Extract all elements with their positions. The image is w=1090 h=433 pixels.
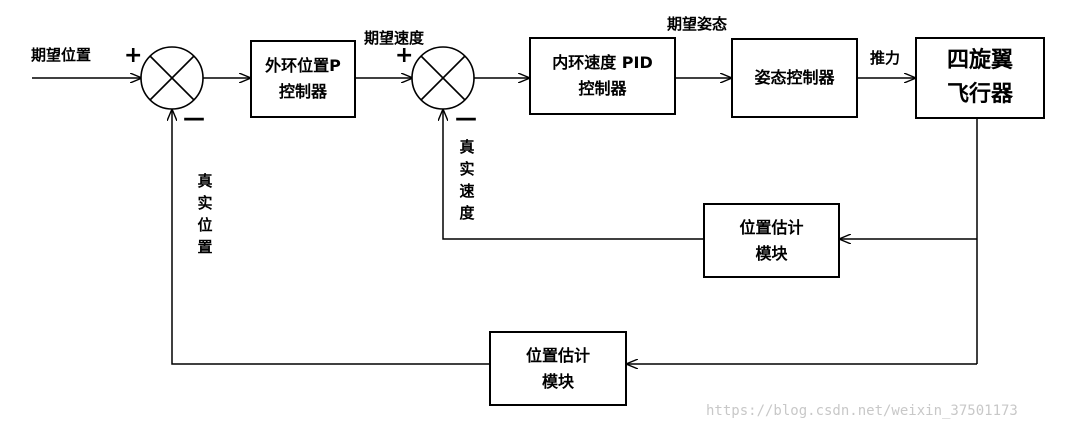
summing-junction-1 <box>140 46 204 110</box>
plus-sign-2: + <box>395 43 414 68</box>
plus-sign-1: + <box>124 43 143 68</box>
actual-velocity-label: 真实速度 <box>459 138 475 222</box>
inner-velocity-pid-controller: 内环速度 PID 控制器 <box>529 37 676 115</box>
desired-velocity-label: 期望速度 <box>364 29 425 47</box>
velocity-feedback-arrow <box>443 110 703 240</box>
quadrotor-vehicle: 四旋翼 飞行器 <box>915 37 1045 119</box>
position-feedback-arrow <box>172 110 489 365</box>
desired-position-label: 期望位置 <box>31 46 92 64</box>
thrust-label: 推力 <box>870 49 901 67</box>
position-estimator-position: 位置估计 模块 <box>489 331 627 406</box>
actual-position-label: 真实位置 <box>197 172 213 256</box>
position-estimator-velocity: 位置估计 模块 <box>703 203 840 278</box>
desired-attitude-label: 期望姿态 <box>667 15 728 33</box>
minus-sign-2: — <box>455 106 477 131</box>
summing-junction-2 <box>411 46 475 110</box>
outer-position-p-controller: 外环位置P 控制器 <box>250 40 356 118</box>
watermark: https://blog.csdn.net/weixin_37501173 <box>706 403 1018 419</box>
minus-sign-1: — <box>183 106 205 131</box>
attitude-controller: 姿态控制器 <box>731 38 858 118</box>
